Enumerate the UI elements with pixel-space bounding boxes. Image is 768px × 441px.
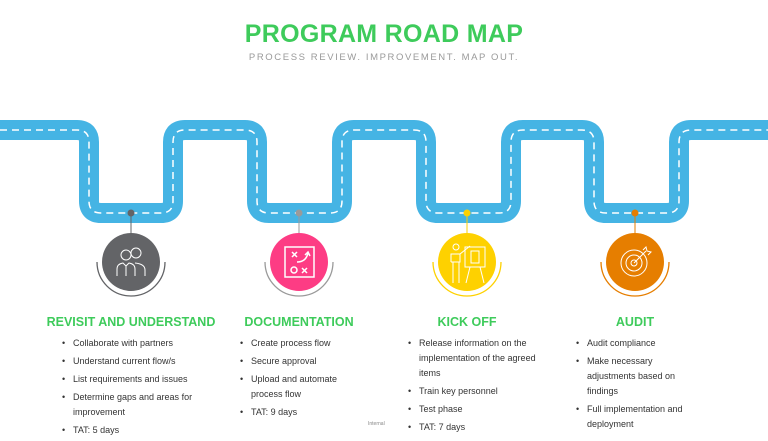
stage-marker-1 [96, 209, 166, 297]
list-item: Full implementation and deployment [576, 402, 697, 432]
stage-marker-4 [600, 209, 670, 297]
list-item: Train key personnel [408, 384, 539, 399]
page-subtitle: PROCESS REVIEW. IMPROVEMENT. MAP OUT. [248, 52, 520, 63]
stage-3-title: KICK OFF [437, 315, 497, 329]
stage-marker-3 [432, 209, 502, 297]
stage-3-circle [438, 233, 496, 291]
target-icon [620, 246, 652, 277]
list-item: Make necessary adjustments based on find… [576, 354, 697, 399]
strategy-plan-icon [284, 246, 315, 278]
internal-label: Internal [368, 421, 385, 427]
stage-1-title: REVISIT AND UNDERSTAND [46, 315, 216, 329]
stage-4-list: Audit compliance Make necessary adjustme… [575, 336, 697, 435]
stage-4-title: AUDIT [615, 315, 655, 329]
stage-marker-2 [264, 209, 334, 297]
list-item: Determine gaps and areas for improvement [62, 390, 203, 420]
road-surface [0, 120, 768, 223]
list-item: Test phase [408, 402, 539, 417]
list-item: Release information on the implementatio… [408, 336, 539, 381]
road-map-graphic [0, 120, 768, 297]
road-center-dashes [0, 129, 768, 214]
stage-2-list: Create process flow Secure approval Uplo… [239, 336, 366, 423]
stage-1-circle [102, 233, 160, 291]
list-item: Audit compliance [576, 336, 697, 351]
list-item: Understand current flow/s [62, 354, 203, 369]
list-item: Collaborate with partners [62, 336, 203, 351]
list-item: TAT: 7 days [408, 420, 539, 435]
page-title: PROGRAM ROAD MAP [244, 20, 524, 48]
stage-2-title: DOCUMENTATION [244, 315, 354, 329]
presentation-icon [450, 243, 486, 284]
stage-1-list: Collaborate with partners Understand cur… [61, 336, 203, 441]
list-item: Secure approval [240, 354, 366, 369]
list-item: Create process flow [240, 336, 366, 351]
list-item: Upload and automate process flow [240, 372, 366, 402]
stage-3-list: Release information on the implementatio… [407, 336, 539, 438]
list-item: TAT: 9 days [240, 405, 366, 420]
road [0, 120, 768, 223]
list-item: List requirements and issues [62, 372, 203, 387]
people-icon [116, 247, 146, 276]
